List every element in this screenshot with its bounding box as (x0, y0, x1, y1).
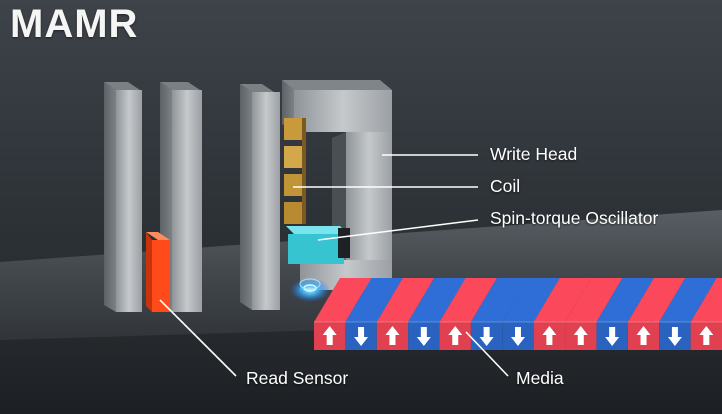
leader-lines (159, 154, 509, 377)
spin-torque-oscillator (286, 226, 350, 264)
read-sensor-element (146, 232, 170, 312)
field-ring-outer (299, 278, 321, 290)
arrow-up-icon (573, 326, 588, 345)
leader-read-sensor (159, 299, 237, 377)
read-shield-left (104, 82, 142, 312)
media-track (314, 278, 722, 350)
arrow-down-icon (354, 327, 369, 346)
leader-media (465, 331, 509, 377)
arrow-up-icon (699, 326, 714, 345)
arrow-up-icon (322, 326, 337, 345)
page-title: MAMR (10, 2, 139, 46)
label-read-sensor: Read Sensor (246, 368, 349, 388)
media-bit-top (565, 278, 623, 322)
arrow-down-icon (479, 327, 494, 346)
media-bit-top (627, 278, 686, 322)
media-bit-top (502, 278, 560, 322)
microwave-field-glow (290, 278, 330, 302)
coil (284, 118, 306, 224)
media-bit-top (690, 278, 722, 322)
write-pole-left (240, 84, 280, 310)
media-bit-top (470, 278, 529, 322)
leader-sto (317, 219, 479, 241)
arrow-up-icon (448, 326, 463, 345)
label-media: Media (516, 368, 564, 388)
arrow-down-icon (605, 327, 620, 346)
label-write-head: Write Head (490, 144, 578, 164)
arrow-up-icon (636, 326, 651, 345)
arrow-down-icon (416, 327, 431, 346)
label-spin-torque-oscillator: Spin-torque Oscillator (490, 208, 659, 228)
media-bit-top (596, 278, 654, 322)
media-bit-top (533, 278, 592, 322)
arrow-up-icon (385, 326, 400, 345)
media-bit-top (408, 278, 466, 322)
media-bit-top (345, 278, 403, 322)
media-bit-top (314, 278, 372, 322)
media-bit-top (439, 278, 497, 322)
media-bit-top (376, 278, 435, 322)
media-bit-top (659, 278, 717, 322)
arrow-down-icon (667, 327, 682, 346)
arrow-up-icon (542, 326, 557, 345)
label-coil: Coil (490, 176, 521, 196)
arrow-down-icon (511, 327, 525, 346)
